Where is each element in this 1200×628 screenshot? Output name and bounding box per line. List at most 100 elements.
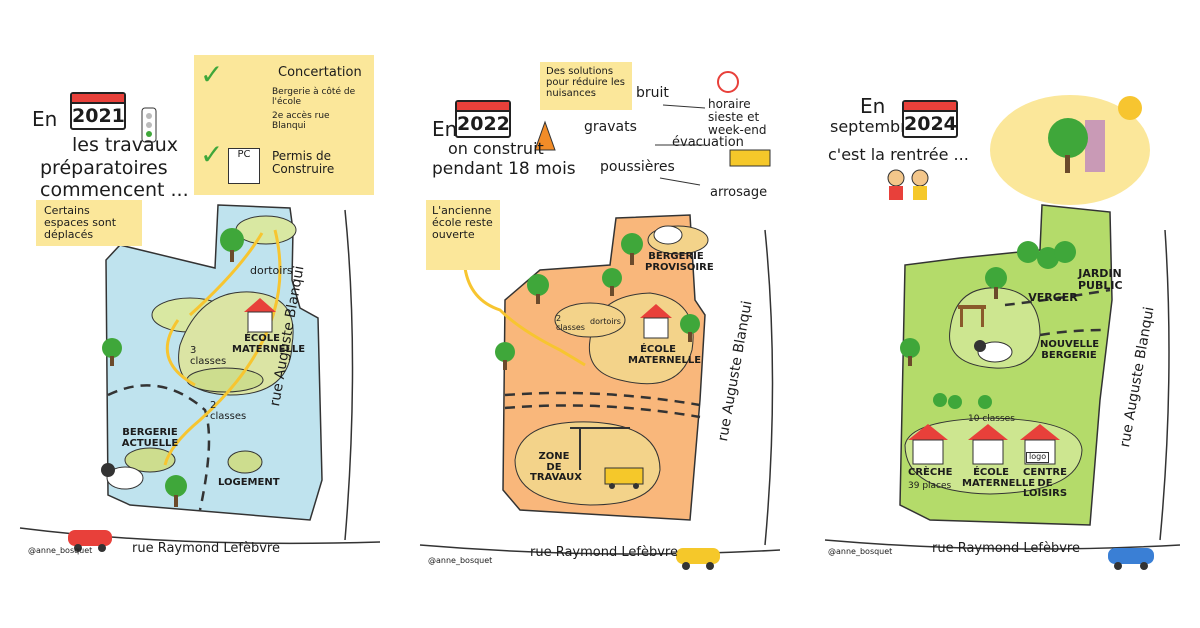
house-icon-2022 — [640, 304, 672, 339]
calendar-2024: 2024 — [902, 100, 958, 138]
evacuation-label: évacuation — [672, 135, 744, 150]
truck-icon-2022 — [604, 467, 644, 489]
truck-icon-evac — [729, 149, 771, 167]
credit-2022: @anne_bosquet — [428, 556, 493, 565]
dortoirs-zone-2022 — [554, 302, 626, 338]
permis-label: Permis de Construire — [272, 149, 335, 177]
rue-lefebvre-2021: rue Raymond Lefèbvre — [132, 541, 280, 556]
verger-label: VERGER — [1028, 291, 1078, 304]
house-icon-2021 — [244, 298, 276, 333]
dashed-boundary-2022-b — [504, 404, 701, 419]
deux-classes-label-2022: 2 classes — [556, 314, 585, 332]
logement-zone — [227, 450, 263, 474]
places-label: 39 places — [908, 481, 952, 491]
credit-2021: @anne_bosquet — [28, 546, 93, 555]
road-blanqui-2021 — [344, 209, 354, 541]
ecole-label-2021: ÉCOLE MATERNELLE — [232, 333, 306, 355]
septembre-label: septembre — [830, 117, 917, 136]
centre-loisirs-label: CENTRE DE LOISIRS — [1022, 467, 1068, 499]
ecole-label-2024: ÉCOLE MATERNELLE — [962, 467, 1036, 489]
year-2022: 2022 — [457, 113, 510, 135]
nuisance-arrows — [655, 104, 706, 186]
road-lefebvre-2024 — [824, 539, 1181, 550]
intro-2021-line2: préparatoires — [40, 157, 168, 179]
rentree-label: c'est la rentrée ... — [828, 145, 969, 164]
hatched-zone-classes — [186, 367, 264, 393]
horaire-label: horaire sieste et week-end — [708, 97, 767, 138]
bergerie-cote: Bergerie à côté de l'école — [272, 87, 356, 107]
solutions-label: Des solutions pour réduire les nuisances — [546, 66, 625, 99]
credit-2024: @anne_bosquet — [828, 547, 893, 556]
dashed-boundary-2024-a — [1004, 288, 1111, 307]
year-2021: 2021 — [72, 105, 125, 127]
pointer-arrow-2022 — [463, 267, 586, 367]
sheep-icon-2024 — [974, 340, 1013, 363]
dashed-boundary-2022-a — [504, 391, 701, 407]
park-scene — [990, 95, 1150, 205]
dix-classes-label: 10 classes — [968, 414, 1015, 424]
calendar-2021: 2021 — [70, 92, 126, 130]
ancienne-label: L'ancienne école reste ouverte — [432, 204, 493, 242]
deux-classes-label-2021: 2 classes — [210, 400, 247, 422]
intro-2021-line3: commencent ... — [40, 179, 189, 201]
nouvelle-bergerie-label: NOUVELLE BERGERIE — [1040, 339, 1100, 361]
road-lefebvre-2021 — [19, 527, 381, 545]
rue-lefebvre-2022: rue Raymond Lefèbvre — [530, 545, 678, 560]
move-arrow-1 — [163, 229, 282, 466]
pergola-icon — [958, 305, 986, 327]
en-2021: En — [32, 107, 58, 131]
intro-2022-line2: pendant 18 mois — [432, 159, 576, 179]
children-icon — [887, 169, 929, 200]
en-2024: En — [860, 94, 886, 118]
checkmark-icon-1: ✓ — [200, 58, 224, 91]
poussieres-label: poussières — [600, 159, 675, 175]
traffic-light-icon — [141, 107, 157, 143]
solutions-note — [540, 62, 632, 110]
pc-document-icon: PC — [228, 148, 260, 184]
bruit-label: bruit — [636, 85, 669, 101]
creche-label: CRÈCHE — [908, 467, 953, 478]
deplaces-note — [36, 200, 142, 246]
dortoirs-label-2021: dortoirs — [250, 264, 293, 277]
tree-group-2024 — [900, 241, 1076, 409]
bergerie-actuelle-label: BERGERIE ACTUELLE — [121, 427, 179, 449]
car-icon-2024 — [1108, 548, 1154, 570]
checkmark-icon-2: ✓ — [200, 138, 224, 171]
pc-label: PC — [237, 149, 251, 160]
intro-2021-line1: les travaux — [72, 134, 178, 156]
concertation-title: Concertation — [278, 65, 362, 80]
sheep-icon-2021 — [101, 463, 144, 490]
logement-label: LOGEMENT — [218, 477, 280, 488]
year-2024: 2024 — [904, 113, 957, 135]
deplaces-label: Certains espaces sont déplacés — [44, 204, 117, 242]
tree-group-2022 — [495, 233, 700, 370]
dortoirs-label-2022: dortoirs — [590, 317, 621, 326]
concertation-note — [194, 55, 374, 195]
road-blanqui-2022 — [764, 229, 774, 546]
logo-label: logo — [1026, 452, 1050, 463]
intro-2022-line1: on construit — [448, 139, 544, 158]
clock-icon — [717, 71, 739, 93]
bergerie-provisoire-label: BERGERIE PROVISOIRE — [645, 251, 714, 273]
dashed-boundary-2024-b — [1039, 328, 1106, 337]
rue-lefebvre-2024: rue Raymond Lefèbvre — [932, 541, 1080, 556]
bergerie-actuelle-zone — [124, 447, 176, 473]
jardin-public-label: JARDIN PUBLIC — [1078, 267, 1123, 292]
arrosage-label: arrosage — [710, 185, 768, 200]
trois-classes-label: 3 classes — [190, 345, 227, 367]
dashed-boundary-2021 — [107, 384, 211, 511]
en-2022: En — [432, 117, 458, 141]
tree-group-2021 — [102, 228, 244, 507]
crane-icon — [570, 427, 630, 470]
cone-icon — [534, 120, 556, 151]
car-icon-2021 — [68, 530, 112, 552]
calendar-2022: 2022 — [455, 100, 511, 138]
zone-travaux-label: ZONE DE TRAVAUX — [530, 451, 582, 483]
road-blanqui-2024 — [1159, 229, 1170, 541]
gravats-label: gravats — [584, 119, 637, 135]
sheep-icon-2022 — [653, 225, 683, 245]
road-lefebvre-2022 — [419, 544, 781, 555]
house-icons-2024 — [908, 424, 1060, 465]
